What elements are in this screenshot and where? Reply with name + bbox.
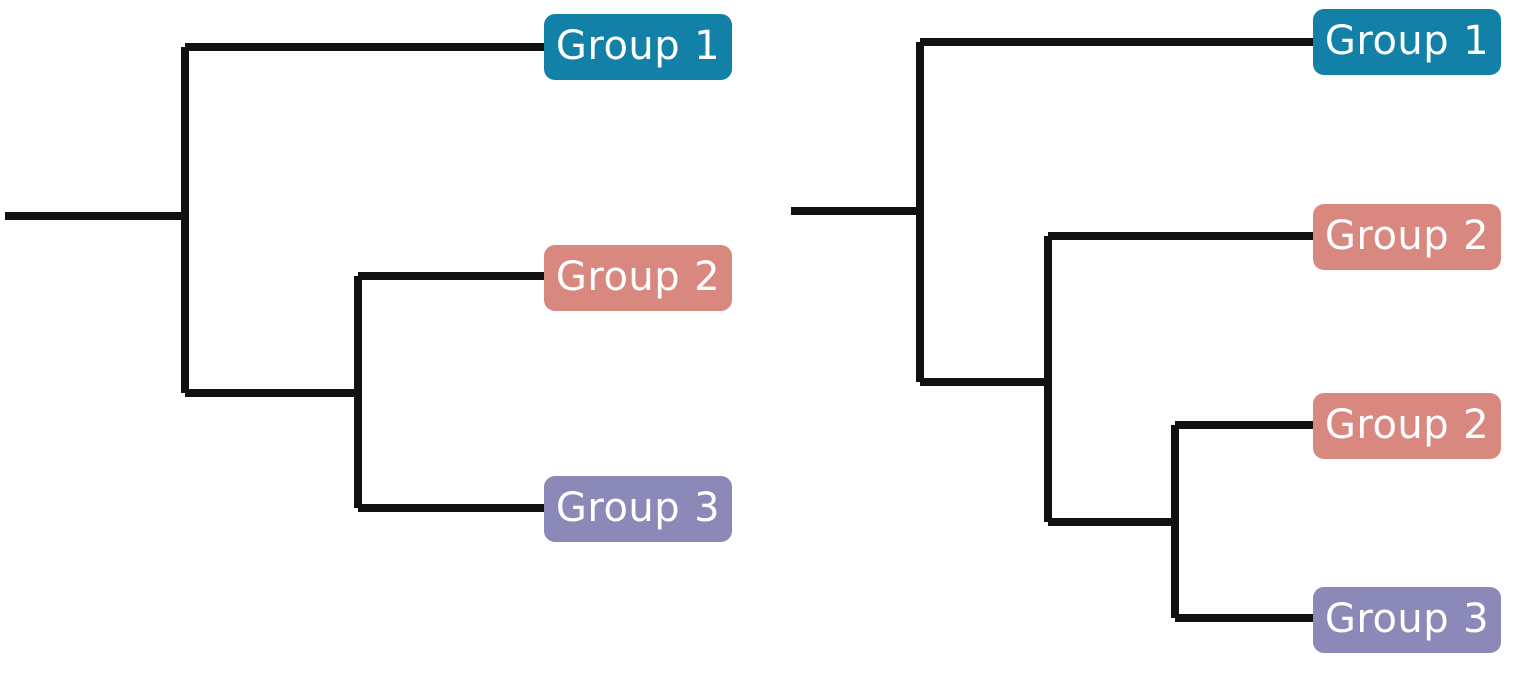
tip-label-number: 3 bbox=[1463, 595, 1490, 642]
tip-label-word: Group bbox=[1324, 595, 1450, 642]
tip-label-word: Group bbox=[555, 22, 681, 69]
tip-label-number: 1 bbox=[694, 22, 721, 69]
tip-label-right-tip-1[interactable]: Group 1 bbox=[1313, 9, 1501, 75]
tip-label-left-tip-3[interactable]: Group 3 bbox=[544, 476, 732, 542]
tip-label-word: Group bbox=[1324, 401, 1450, 448]
tip-label-word: Group bbox=[1324, 17, 1450, 64]
tip-label-word: Group bbox=[555, 484, 681, 531]
tip-label-number: 2 bbox=[694, 253, 721, 300]
tip-label-number: 3 bbox=[694, 484, 721, 531]
tip-label-word: Group bbox=[1324, 212, 1450, 259]
tip-label-number: 2 bbox=[1463, 212, 1490, 259]
tip-label-word: Group bbox=[555, 253, 681, 300]
tip-label-right-tip-2[interactable]: Group 2 bbox=[1313, 204, 1501, 270]
tip-label-left-tip-1[interactable]: Group 1 bbox=[544, 14, 732, 80]
tip-label-right-tip-4[interactable]: Group 3 bbox=[1313, 587, 1501, 653]
tip-label-left-tip-2[interactable]: Group 2 bbox=[544, 245, 732, 311]
tip-label-number: 2 bbox=[1463, 401, 1490, 448]
tip-label-number: 1 bbox=[1463, 17, 1490, 64]
tip-label-right-tip-3[interactable]: Group 2 bbox=[1313, 393, 1501, 459]
